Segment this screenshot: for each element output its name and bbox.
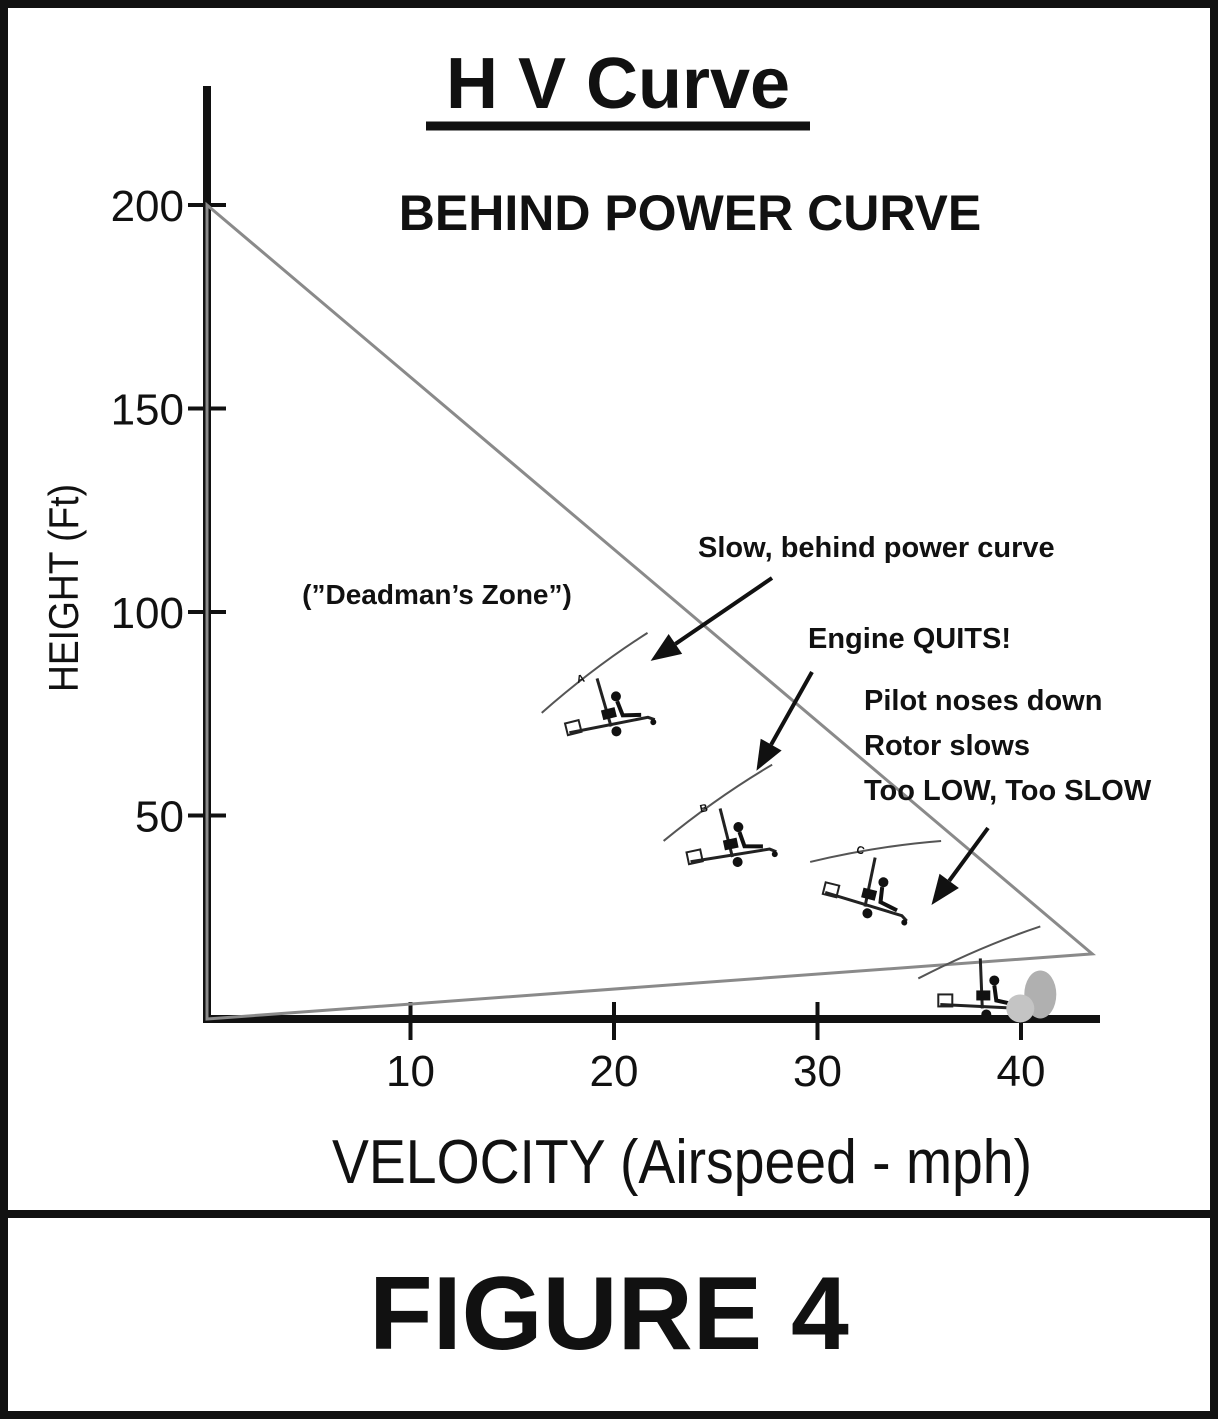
annotation-text: Slow, behind power curve — [698, 532, 1055, 564]
nose-wheel — [650, 719, 657, 726]
keel — [824, 891, 908, 923]
y-tick-label: 50 — [135, 793, 184, 842]
y-tick-label: 100 — [111, 589, 184, 638]
engine — [600, 707, 617, 721]
tail — [563, 718, 583, 737]
pilot — [733, 822, 744, 833]
chart-subtitle: BEHIND POWER CURVE — [399, 185, 981, 241]
pilot-body — [615, 700, 642, 718]
tail — [685, 848, 704, 866]
tail — [821, 881, 841, 899]
main-wheel — [981, 1009, 992, 1020]
main-wheel — [611, 726, 622, 737]
arrow-head — [650, 634, 683, 661]
arrow-head — [756, 738, 782, 771]
x-tick-label: 10 — [386, 1047, 435, 1096]
rotor-blade — [541, 632, 649, 714]
x-tick-label: 40 — [997, 1047, 1046, 1096]
chart-title: H V Curve — [446, 44, 790, 124]
rotor-blade — [662, 763, 773, 842]
pilot-body — [878, 886, 898, 913]
nose-wheel — [771, 851, 778, 858]
x-tick-label: 30 — [793, 1047, 842, 1096]
illustration-label: A — [575, 673, 586, 687]
engine — [976, 990, 991, 1001]
x-tick-label: 20 — [590, 1047, 639, 1096]
rotor-blade — [917, 925, 1041, 980]
gyroplane-c: C — [809, 839, 942, 926]
pilot-body — [737, 831, 763, 849]
illustration-label: B — [699, 802, 709, 815]
gyroplane-landing — [917, 925, 1057, 1023]
arrow-head — [931, 873, 959, 906]
gyroplane-b: B — [662, 763, 778, 867]
region-label: (”Deadman’s Zone”) — [302, 579, 572, 610]
pilot — [878, 877, 889, 888]
figure-label: FIGURE 4 — [369, 1255, 849, 1372]
impact-dust — [1006, 994, 1035, 1023]
x-axis-label: VELOCITY (Airspeed - mph) — [332, 1128, 1032, 1197]
gyroplane-illustrations: A B C — [541, 632, 1057, 1023]
keel — [569, 715, 656, 735]
annotation-arrow — [674, 576, 774, 646]
keel — [690, 847, 777, 864]
annotation-arrow — [947, 826, 990, 883]
rotor-mast — [978, 958, 984, 1009]
annotation-2: Engine QUITS! — [756, 623, 1011, 771]
rotor-blade — [809, 839, 942, 863]
annotation-text: Rotor slows — [864, 730, 1030, 762]
annotation-1: Slow, behind power curve — [650, 532, 1055, 661]
annotation-text: Too LOW, Too SLOW — [864, 775, 1152, 807]
y-axis-ticks: 50 100 150 200 — [111, 182, 226, 842]
y-axis-label: HEIGHT (Ft) — [40, 484, 87, 692]
main-wheel — [732, 856, 743, 867]
hv-curve-boundary — [205, 201, 1096, 1021]
annotation-arrow — [769, 671, 814, 746]
pilot — [989, 975, 1000, 986]
annotation-text: Pilot noses down — [864, 685, 1102, 717]
engine — [861, 887, 878, 901]
x-axis-ticks: 10 20 30 40 — [386, 1002, 1045, 1096]
y-tick-label: 150 — [111, 386, 184, 435]
main-wheel — [862, 908, 873, 919]
annotation-text: Engine QUITS! — [808, 623, 1011, 655]
y-tick-label: 200 — [111, 182, 184, 231]
gyroplane-a: A — [541, 632, 657, 737]
illustration-label: C — [855, 844, 866, 858]
engine — [722, 837, 739, 851]
nose-wheel — [901, 919, 908, 926]
pilot — [610, 691, 621, 702]
tail — [937, 993, 954, 1008]
